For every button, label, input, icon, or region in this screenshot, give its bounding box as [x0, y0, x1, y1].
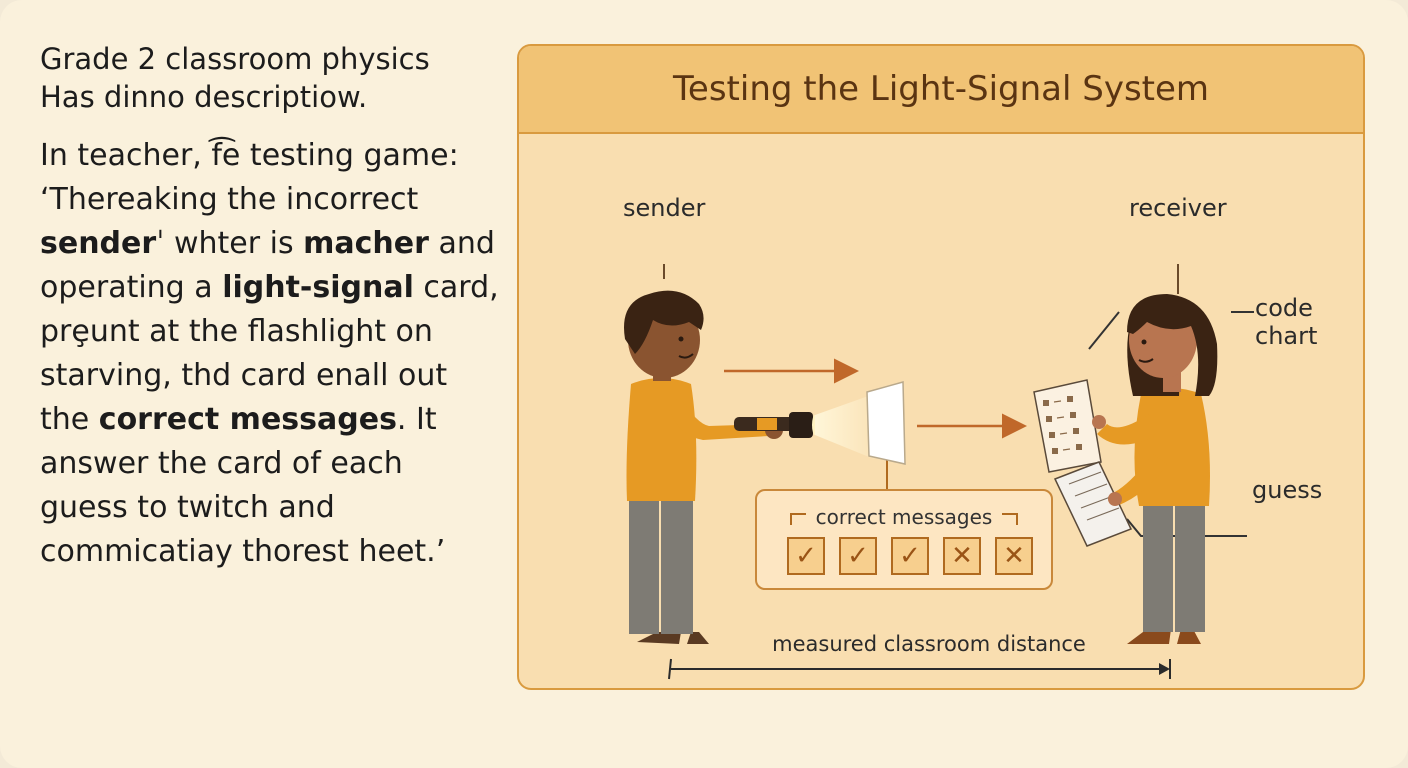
correct-messages-label: correct messages	[815, 505, 993, 529]
body-text-run: card,	[413, 270, 499, 305]
lesson-body: In teacher, f͡e testing game: ‘Thereaking…	[40, 134, 500, 574]
message-marks: ✓ ✓ ✓ ✕ ✕	[787, 537, 1033, 575]
body-line: guess to twitch and	[40, 486, 500, 530]
body-text-run: In teacher, f͡e testing game:	[40, 138, 459, 173]
body-text-run: prȩunt at the flashlight on	[40, 314, 433, 349]
body-line: starving, thd card enall out	[40, 354, 500, 398]
distance-measure	[668, 658, 1171, 680]
body-line: answer the card of each	[40, 442, 500, 486]
guess-leader-line	[1126, 518, 1247, 537]
check-mark-icon: ✓	[891, 537, 929, 575]
code-chart-label-line-2: chart	[1255, 322, 1318, 350]
lesson-text: Grade 2 classroom physics Has dinno desc…	[40, 40, 500, 574]
cross-mark-icon: ✕	[995, 537, 1033, 575]
receiver-figure	[1033, 294, 1218, 644]
code-chart-label-line-1: code	[1255, 294, 1313, 322]
code-chart-label: code chart	[1255, 294, 1317, 350]
lesson-heading: Grade 2 classroom physics Has dinno desc…	[40, 40, 500, 116]
bold-term: sender	[40, 226, 157, 261]
light-beam	[815, 394, 874, 459]
cross-mark-icon: ✕	[943, 537, 981, 575]
body-text-run: guess to twitch and	[40, 490, 335, 525]
body-text-run: commicatiay thorest heet.’	[40, 534, 446, 569]
receiver-label: receiver	[1129, 194, 1227, 222]
bold-term: macher	[303, 226, 429, 261]
correct-messages-title: correct messages	[757, 505, 1051, 529]
heading-line-1: Grade 2 classroom physics	[40, 42, 430, 76]
distance-label: measured classroom distance	[772, 632, 1086, 656]
body-text-run: operating a	[40, 270, 223, 305]
body-line: In teacher, f͡e testing game:	[40, 134, 500, 178]
light-signal-illustration	[624, 264, 1254, 680]
body-line: commicatiay thorest heet.’	[40, 530, 500, 574]
body-line: senderˈ whter is macher and	[40, 222, 500, 266]
body-line: the correct messages. It	[40, 398, 500, 442]
body-text-run: and	[428, 226, 495, 261]
correct-messages-box: correct messages ✓ ✓ ✓ ✕ ✕	[755, 489, 1053, 590]
body-text-run: ˈ whter is	[156, 226, 304, 261]
bold-term: correct messages	[98, 402, 397, 437]
sender-label: sender	[623, 194, 706, 222]
body-text-run: starving, thd card enall out	[40, 358, 448, 393]
body-line: ‘Thereaking the incorrect	[40, 178, 500, 222]
body-line: operating a light-signal card,	[40, 266, 500, 310]
check-mark-icon: ✓	[839, 537, 877, 575]
diagram-title: Testing the Light-Signal System	[672, 69, 1210, 109]
guess-label: guess	[1252, 476, 1323, 504]
body-line: prȩunt at the flashlight on	[40, 310, 500, 354]
diagram-header: Testing the Light-Signal System	[519, 46, 1363, 134]
body-text-run: answer the card of each	[40, 446, 403, 481]
body-text-run: ‘Thereaking the incorrect	[40, 182, 419, 217]
diagram-panel: Testing the Light-Signal System	[517, 44, 1365, 690]
body-text-run: . It	[396, 402, 437, 437]
body-text-run: the	[40, 402, 99, 437]
signal-card	[866, 381, 906, 465]
check-mark-icon: ✓	[787, 537, 825, 575]
heading-line-2: Has dinno descriptiow.	[40, 80, 368, 114]
sender-figure	[624, 290, 818, 644]
bold-term: light-signal	[222, 270, 414, 305]
